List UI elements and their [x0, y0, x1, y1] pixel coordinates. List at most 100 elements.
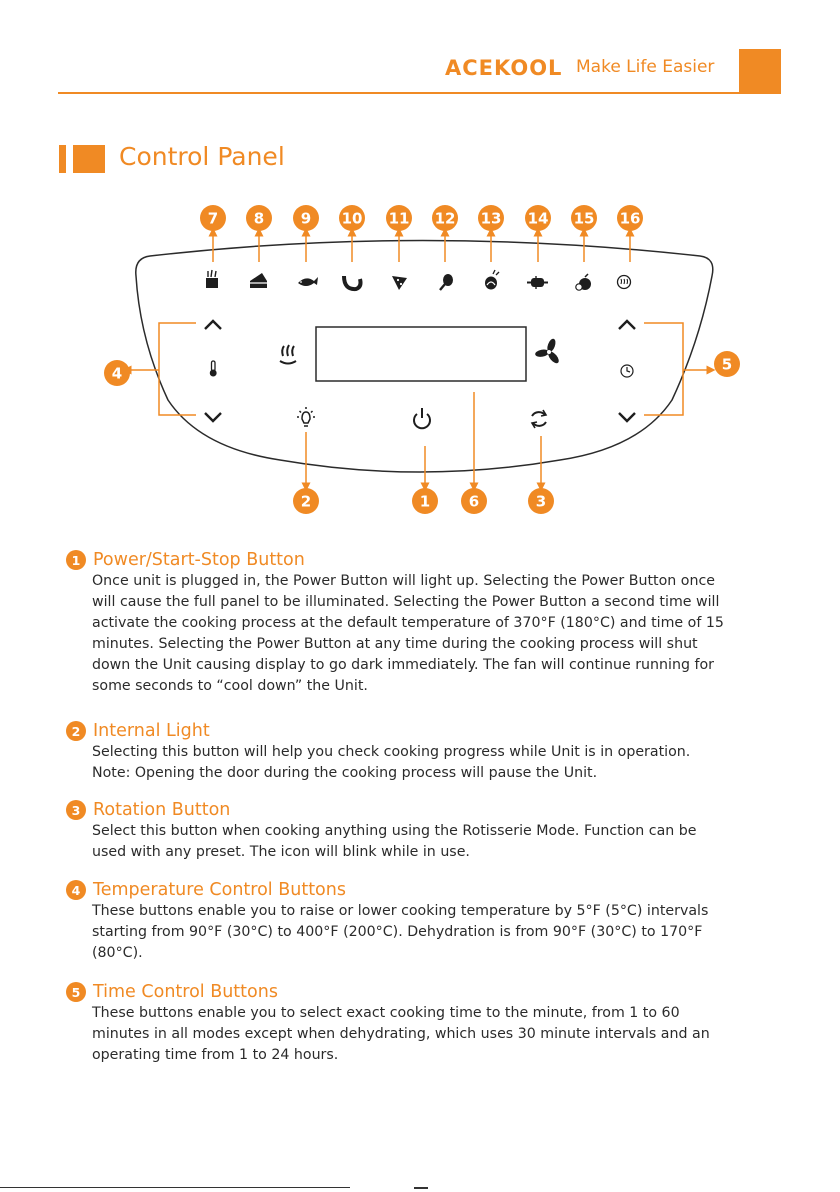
svg-text:1: 1	[420, 493, 430, 511]
callout-14: 14	[525, 205, 551, 231]
item-number: 2	[66, 721, 86, 741]
header-divider	[58, 92, 781, 94]
clock-icon	[620, 364, 634, 378]
pizza-icon	[392, 276, 407, 290]
body-line: These buttons enable you to raise or low…	[92, 903, 709, 919]
body-line: minutes in all modes except when dehydra…	[92, 1026, 710, 1042]
svg-text:14: 14	[528, 210, 549, 228]
svg-text:13: 13	[481, 210, 502, 228]
svg-text:7: 7	[208, 210, 218, 228]
item-body: Selecting this button will help you chec…	[92, 742, 776, 784]
section-marker-block	[73, 145, 105, 173]
svg-text:5: 5	[722, 356, 732, 374]
callout-4: 4	[104, 360, 130, 386]
up-arrow-icon	[618, 319, 636, 330]
callout-10: 10	[339, 205, 365, 231]
drumstick-icon	[439, 274, 453, 291]
item-title: Temperature Control Buttons	[93, 880, 346, 900]
body-line: Selecting this button will help you chec…	[92, 744, 691, 760]
steak-icon	[527, 276, 548, 289]
body-line: (80°C).	[92, 945, 143, 961]
item-title: Power/Start-Stop Button	[93, 550, 305, 570]
reheat-icon	[616, 274, 632, 290]
item-number: 5	[66, 982, 86, 1002]
fries-icon	[206, 269, 218, 288]
control-panel-diagram: 7 8 9 10 11 12 13 14 15 16	[0, 190, 840, 530]
svg-text:11: 11	[389, 210, 410, 228]
thermometer-icon	[209, 360, 217, 377]
item-temperature: 4 Temperature Control Buttons These butt…	[66, 879, 776, 964]
body-line: some seconds to “cool down” the Unit.	[92, 678, 368, 694]
body-line: Select this button when cooking anything…	[92, 823, 697, 839]
item-number: 4	[66, 880, 86, 900]
cake-icon	[250, 273, 267, 288]
section-title: Control Panel	[119, 142, 285, 171]
callout-15: 15	[571, 205, 597, 231]
body-line: minutes. Selecting the Power Button at a…	[92, 636, 698, 652]
item-body: Select this button when cooking anything…	[92, 821, 776, 863]
svg-text:10: 10	[342, 210, 363, 228]
brand-tagline: Make Life Easier	[576, 57, 715, 77]
body-line: These buttons enable you to select exact…	[92, 1005, 680, 1021]
item-body: Once unit is plugged in, the Power Butto…	[92, 571, 776, 697]
callout-6: 6	[461, 488, 487, 514]
svg-text:12: 12	[435, 210, 456, 228]
callout-13: 13	[478, 205, 504, 231]
item-number: 3	[66, 800, 86, 820]
shrimp-icon	[342, 275, 363, 292]
svg-text:16: 16	[620, 210, 641, 228]
light-icon	[297, 407, 315, 427]
body-line: Note: Opening the door during the cookin…	[92, 765, 598, 781]
fish-icon	[298, 277, 318, 286]
item-body: These buttons enable you to raise or low…	[92, 901, 776, 964]
panel-outline	[135, 239, 714, 473]
display-screen	[315, 326, 527, 382]
item-rotation: 3 Rotation Button Select this button whe…	[66, 799, 776, 863]
svg-text:8: 8	[254, 210, 264, 228]
item-power: 1 Power/Start-Stop Button Once unit is p…	[66, 549, 776, 697]
callout-7: 7	[200, 205, 226, 231]
svg-text:15: 15	[574, 210, 595, 228]
callout-16: 16	[617, 205, 643, 231]
svg-text:3: 3	[536, 493, 546, 511]
callout-8: 8	[246, 205, 272, 231]
item-internal-light: 2 Internal Light Selecting this button w…	[66, 720, 776, 784]
power-icon	[413, 408, 431, 430]
body-line: will cause the full panel to be illumina…	[92, 594, 720, 610]
body-line: used with any preset. The icon will blin…	[92, 844, 470, 860]
body-line: starting from 90°F (30°C) to 400°F (200°…	[92, 924, 703, 940]
footer-mark	[414, 1187, 428, 1189]
svg-text:9: 9	[301, 210, 311, 228]
down-arrow-icon	[618, 412, 636, 423]
item-body: These buttons enable you to select exact…	[92, 1003, 776, 1066]
body-line: down the Unit causing display to go dark…	[92, 657, 714, 673]
heat-icon	[279, 344, 297, 365]
callout-11: 11	[386, 205, 412, 231]
callout-1: 1	[412, 488, 438, 514]
svg-text:4: 4	[112, 365, 122, 383]
brand-logo: ACEKOOL	[445, 56, 563, 80]
callout-3: 3	[528, 488, 554, 514]
rotisserie-chicken-icon	[485, 269, 500, 290]
item-title: Rotation Button	[93, 800, 231, 820]
callout-2: 2	[293, 488, 319, 514]
item-title: Internal Light	[93, 721, 210, 741]
callout-12: 12	[432, 205, 458, 231]
svg-text:6: 6	[469, 493, 479, 511]
up-arrow-icon	[204, 319, 222, 330]
vegetables-icon	[575, 273, 591, 291]
section-marker	[59, 145, 66, 173]
fan-icon	[535, 338, 559, 364]
body-line: Once unit is plugged in, the Power Butto…	[92, 573, 715, 589]
body-line: activate the cooking process at the defa…	[92, 615, 724, 631]
callout-9: 9	[293, 205, 319, 231]
footer-rule	[0, 1187, 350, 1188]
item-number: 1	[66, 550, 86, 570]
item-time: 5 Time Control Buttons These buttons ena…	[66, 981, 776, 1066]
down-arrow-icon	[204, 412, 222, 423]
svg-text:2: 2	[301, 493, 311, 511]
body-line: operating time from 1 to 24 hours.	[92, 1047, 339, 1063]
item-title: Time Control Buttons	[93, 982, 278, 1002]
corner-tab	[739, 49, 781, 92]
rotation-icon	[530, 409, 548, 429]
